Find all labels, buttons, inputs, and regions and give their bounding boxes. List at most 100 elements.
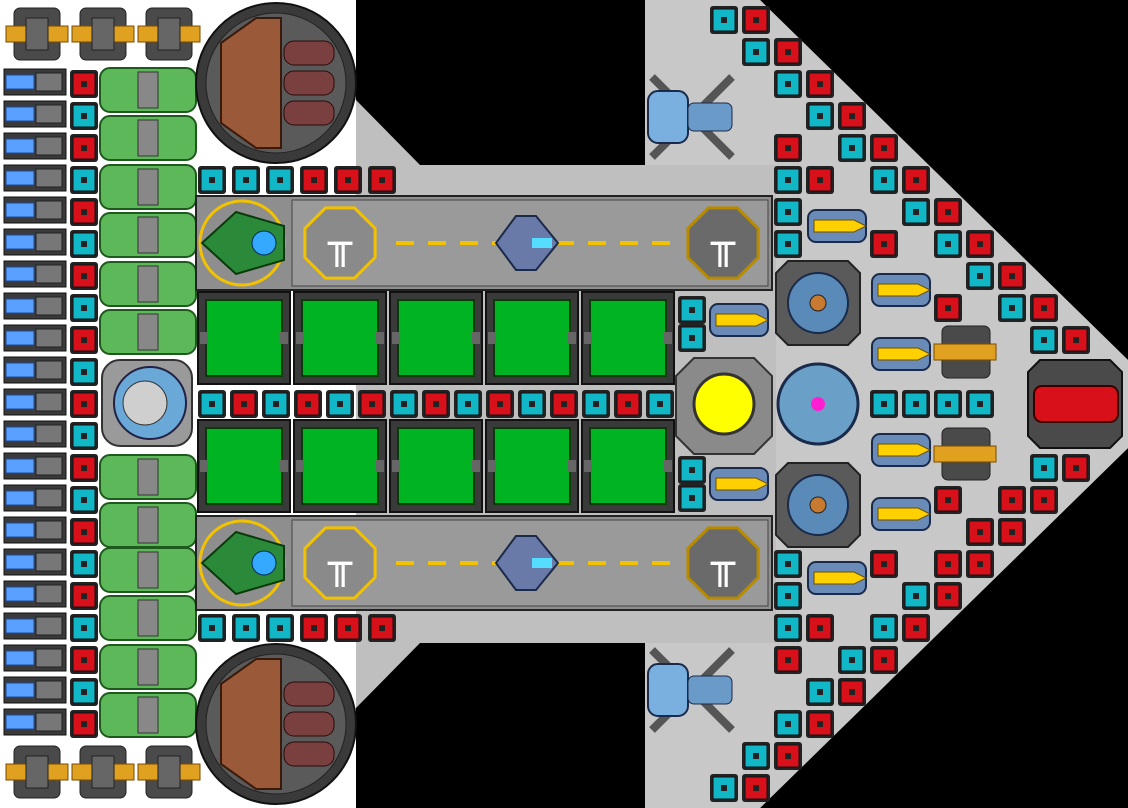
red-module-icon <box>934 294 962 322</box>
cyan-module-icon <box>70 358 98 386</box>
fuel-tank-icon <box>99 547 197 641</box>
missile-launcher-icon <box>871 337 932 371</box>
cyan-module-icon <box>678 324 706 352</box>
red-module-icon <box>934 550 962 578</box>
forward-cannons <box>933 325 997 481</box>
heavy-launcher-icon <box>647 74 735 160</box>
landing-pad-label: ╥ <box>710 541 736 588</box>
cyan-module-icon <box>806 678 834 706</box>
cyan-module-icon <box>70 422 98 450</box>
cyan-module-icon <box>774 198 802 226</box>
thruster-icon <box>3 516 67 544</box>
cyan-module-icon <box>266 166 294 194</box>
cannon-icon <box>137 745 201 799</box>
red-module-icon <box>334 614 362 642</box>
cyan-module-icon <box>710 774 738 802</box>
storage-container-icon <box>581 291 675 385</box>
cyan-module-icon <box>70 550 98 578</box>
red-module-icon <box>870 646 898 674</box>
cannon-icon <box>933 325 997 379</box>
thruster-icon <box>3 164 67 192</box>
thruster-icon <box>3 228 67 256</box>
cyan-module-icon <box>774 166 802 194</box>
cannon-icon <box>137 7 201 61</box>
heavy-launchers <box>647 74 735 733</box>
cyan-module-icon <box>902 390 930 418</box>
red-module-icon <box>902 614 930 642</box>
red-module-icon <box>838 102 866 130</box>
red-module-icon <box>70 582 98 610</box>
cyan-module-icon <box>70 102 98 130</box>
heavy-launcher-icon <box>647 647 735 733</box>
red-module-icon <box>966 230 994 258</box>
fighter-icon <box>198 519 286 607</box>
cyan-module-icon <box>742 742 770 770</box>
red-module-icon <box>742 774 770 802</box>
cyan-module-icon <box>70 614 98 642</box>
red-module-icon <box>934 198 962 226</box>
red-module-icon <box>966 518 994 546</box>
cyan-module-icon <box>774 230 802 258</box>
thruster-icon <box>3 356 67 384</box>
fuel-tanks <box>99 67 197 738</box>
reactor-core <box>675 357 773 455</box>
red-module-icon <box>300 166 328 194</box>
cyan-module-icon <box>774 710 802 738</box>
red-module-icon <box>70 454 98 482</box>
cyan-module-icon <box>70 166 98 194</box>
cyan-module-icon <box>232 614 260 642</box>
red-module-icon <box>70 198 98 226</box>
cyan-module-icon <box>902 198 930 226</box>
cyan-module-icon <box>678 484 706 512</box>
thruster-icon <box>3 548 67 576</box>
reactor-core-icon <box>692 372 756 436</box>
landing-pad-icon <box>303 526 377 600</box>
cyan-module-icon <box>232 166 260 194</box>
small-cannons <box>5 7 201 799</box>
cyan-module-icon <box>774 614 802 642</box>
cyan-module-icon <box>838 646 866 674</box>
cyan-module-icon <box>70 486 98 514</box>
missile-launcher-icon <box>807 561 868 595</box>
fuel-tank-icon <box>99 67 197 161</box>
red-module-icon <box>998 486 1026 514</box>
red-module-icon <box>774 742 802 770</box>
cyan-module-icon <box>870 614 898 642</box>
cyan-module-icon <box>198 614 226 642</box>
red-module-icon <box>358 390 386 418</box>
cannon-icon <box>933 427 997 481</box>
thruster-icon <box>3 100 67 128</box>
cyan-module-icon <box>454 390 482 418</box>
red-module-icon <box>70 326 98 354</box>
red-module-icon <box>998 262 1026 290</box>
thruster-icon <box>3 676 67 704</box>
red-module-icon <box>70 710 98 738</box>
thruster-icon <box>3 708 67 736</box>
cyan-module-icon <box>266 614 294 642</box>
missile-launcher-icon <box>709 303 770 337</box>
cyan-module-icon <box>870 166 898 194</box>
red-module-icon <box>1030 486 1058 514</box>
shield-generators <box>775 260 861 548</box>
red-module-icon <box>422 390 450 418</box>
landing-pad-icon <box>303 206 377 280</box>
red-module-icon <box>70 134 98 162</box>
red-module-icon <box>230 390 258 418</box>
red-module-icon <box>1062 454 1090 482</box>
landing-bay: ╥╥ <box>195 515 773 611</box>
storage-container-icon <box>581 419 675 513</box>
core-generator-icon <box>776 362 860 446</box>
landing-pad-icon <box>686 206 760 280</box>
red-module-icon <box>300 614 328 642</box>
missile-launchers <box>709 209 932 595</box>
cyan-module-icon <box>966 390 994 418</box>
cyan-module-icon <box>326 390 354 418</box>
cyan-module-icon <box>1030 454 1058 482</box>
thrusters <box>3 68 67 736</box>
red-module-icon <box>1030 294 1058 322</box>
cyan-module-icon <box>742 38 770 66</box>
storage-container-icon <box>293 419 387 513</box>
cyan-module-icon <box>678 456 706 484</box>
cannon-icon <box>5 745 69 799</box>
